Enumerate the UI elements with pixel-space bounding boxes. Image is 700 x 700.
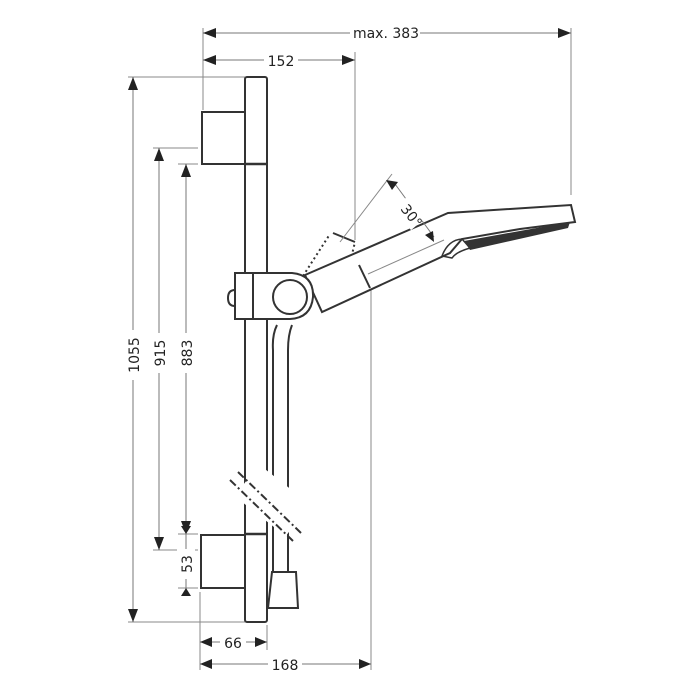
dimension-max-width: max. 383 <box>203 24 571 42</box>
dimension-bracket-spacing-inner: 883 <box>177 164 196 534</box>
label-max-width: max. 383 <box>353 26 419 42</box>
label-total-height: 1055 <box>127 337 143 373</box>
break-symbol <box>229 464 311 542</box>
shower-hose <box>271 324 293 572</box>
dimension-hose-offset: 168 <box>200 655 371 674</box>
dimension-bracket-spacing-outer: 915 <box>150 148 169 550</box>
label-bracket-height: 53 <box>180 555 196 573</box>
hand-shower-alt-position <box>302 173 393 277</box>
label-bracket-spacing-outer: 915 <box>153 340 169 367</box>
extension-lines <box>128 28 572 670</box>
lower-wall-bracket <box>200 534 246 589</box>
label-rail-projection: 152 <box>268 54 295 70</box>
hose-cone <box>266 571 300 609</box>
dimension-bracket-height: 53 <box>177 526 196 596</box>
hand-shower <box>303 203 577 314</box>
dimension-bracket-depth: 66 <box>200 633 267 652</box>
slider-holder <box>226 272 315 320</box>
label-hose-offset: 168 <box>272 658 299 674</box>
wall-rail <box>244 76 268 623</box>
dimension-rail-projection: 152 <box>203 51 355 70</box>
label-bracket-spacing-inner: 883 <box>180 340 196 367</box>
upper-wall-bracket <box>201 111 246 165</box>
label-bracket-depth: 66 <box>224 636 242 652</box>
dimension-total-height: 1055 <box>124 77 143 622</box>
